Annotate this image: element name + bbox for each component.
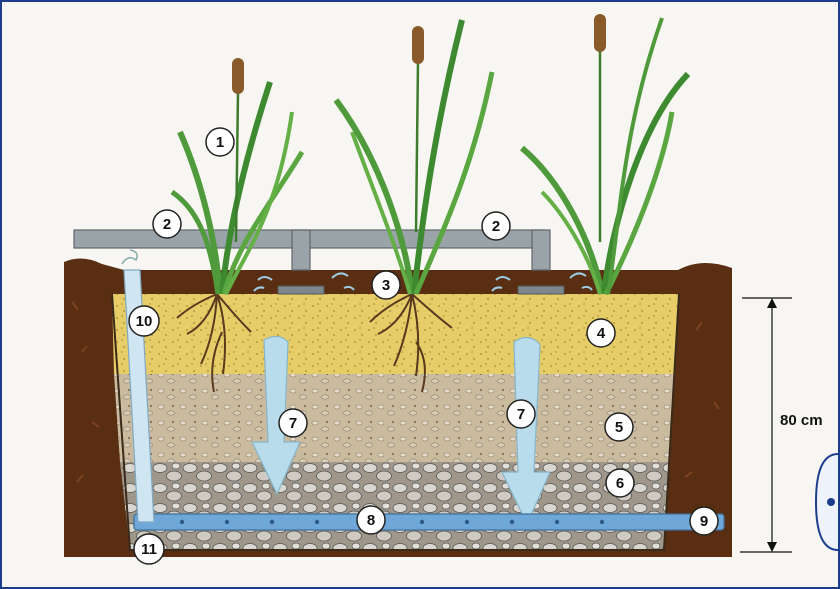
callout-1: 1 [206,128,234,156]
plant-center [336,20,492,294]
callout-8-text: 8 [367,512,375,529]
callout-7b: 7 [507,400,535,428]
gravel-layer [114,374,674,462]
plant-left [172,58,302,294]
callout-6-text: 6 [616,475,624,492]
callout-5: 5 [605,413,633,441]
callout-10: 10 [129,306,159,336]
callout-7a-text: 7 [289,415,297,432]
depth-dimension: 80 cm [740,298,823,552]
callout-4-text: 4 [597,325,606,342]
callout-1-text: 1 [216,134,224,151]
callout-6: 6 [606,469,634,497]
callout-8: 8 [357,506,385,534]
callout-9-text: 9 [700,513,708,530]
callout-3-text: 3 [382,277,390,294]
callout-2a: 2 [153,210,181,238]
callout-4: 4 [587,319,615,347]
callout-11-text: 11 [141,541,157,558]
callout-7b-text: 7 [517,406,525,423]
callout-10-text: 10 [136,313,153,330]
callout-2b-text: 2 [492,218,500,235]
callout-5-text: 5 [615,419,623,436]
overlay-bubble-dot [827,498,835,506]
callout-2b: 2 [482,212,510,240]
callout-2a-text: 2 [163,216,171,233]
callout-9: 9 [690,507,718,535]
callout-3: 3 [372,271,400,299]
depth-label: 80 cm [780,412,823,429]
stone-layer [120,462,670,550]
drain-pipe [134,514,724,530]
callout-7a: 7 [279,409,307,437]
callout-11: 11 [134,534,164,564]
